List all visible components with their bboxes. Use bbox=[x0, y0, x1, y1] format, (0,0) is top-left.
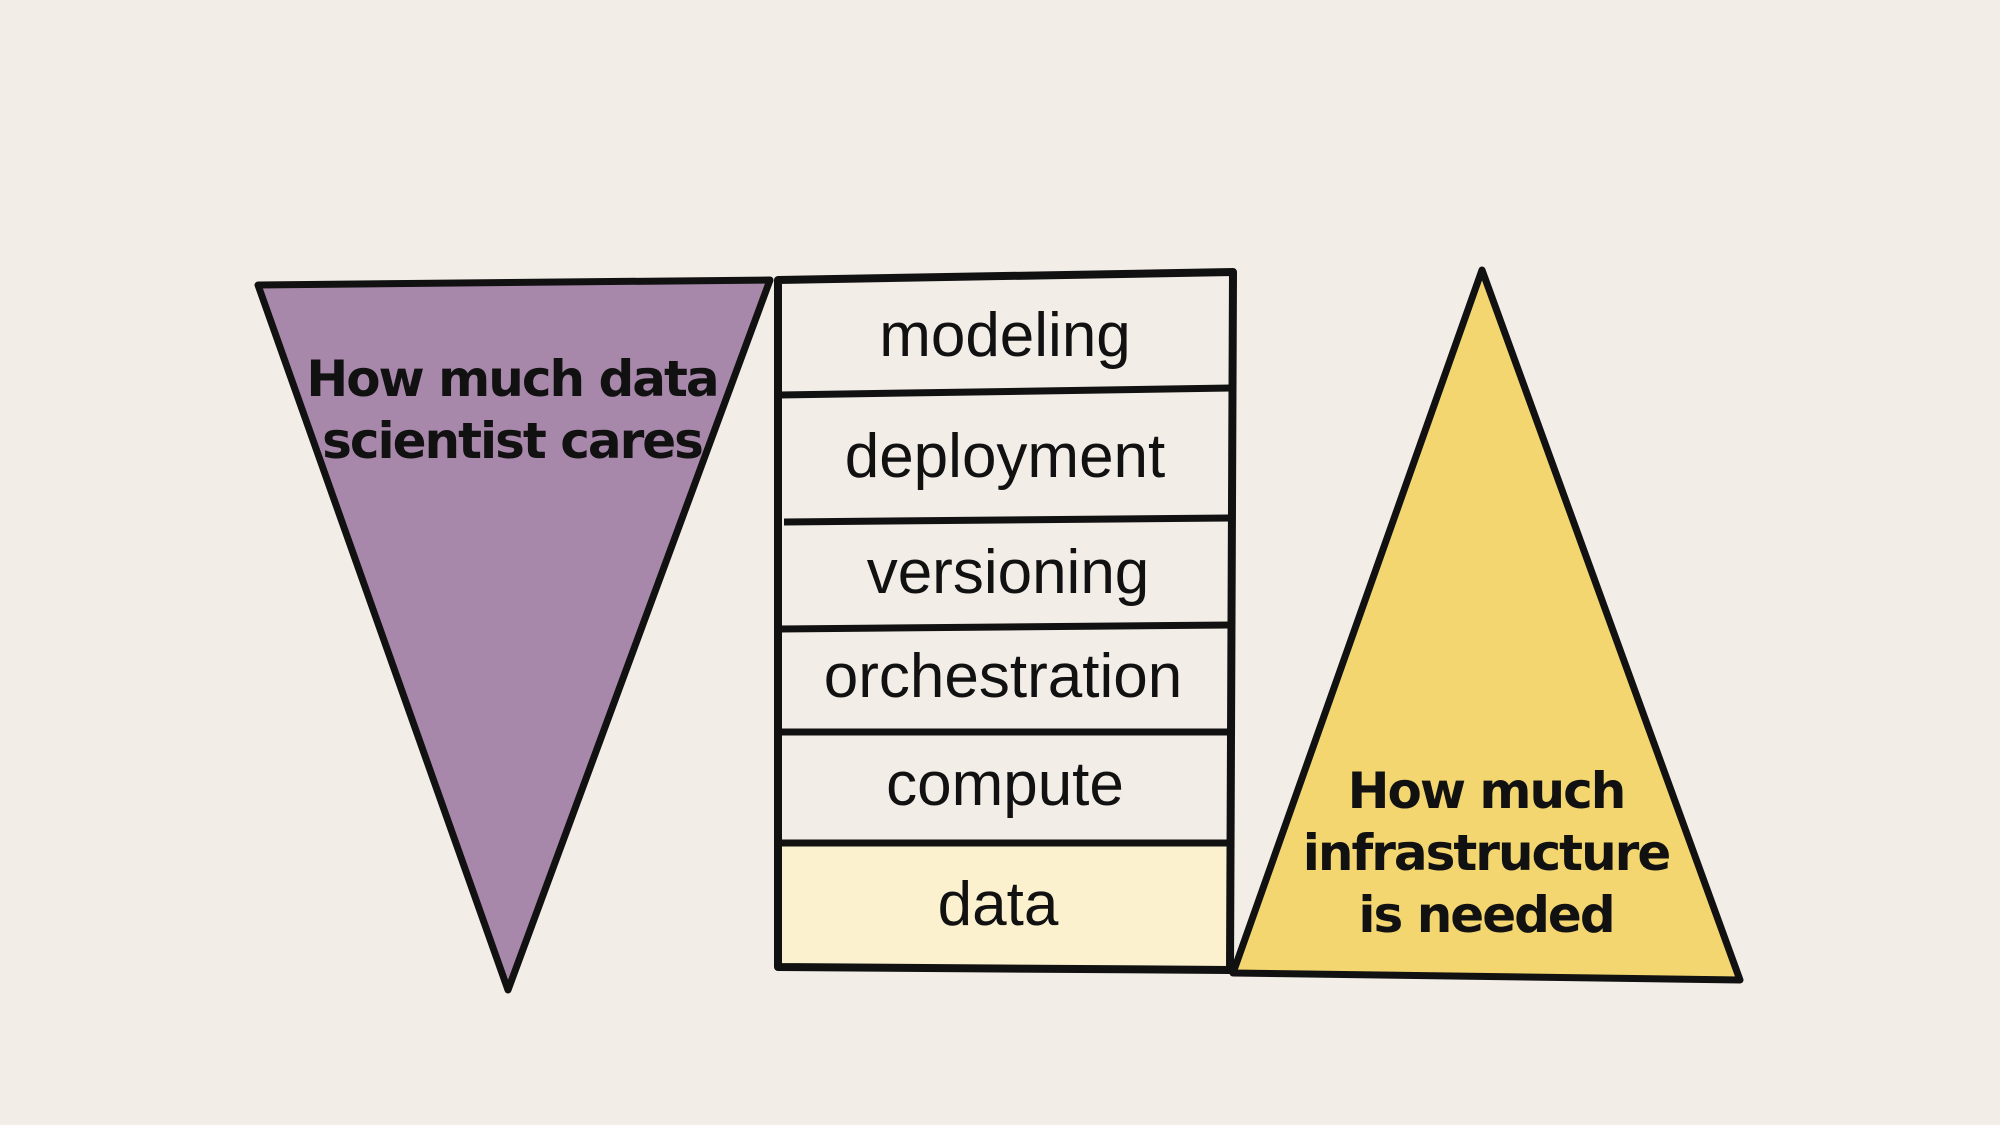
stack-layer-modeling bbox=[778, 278, 1233, 393]
left-triangle-label-line1: How much data bbox=[306, 350, 717, 408]
stack-layer-orchestration bbox=[778, 627, 1233, 731]
stack-label-compute: compute bbox=[886, 750, 1124, 819]
stack-label-orchestration: orchestration bbox=[824, 642, 1182, 711]
stack-label-deployment: deployment bbox=[845, 422, 1166, 491]
stack-layer-deployment bbox=[778, 393, 1233, 520]
stack-divider bbox=[779, 621, 1231, 633]
right-triangle-label-line1: How much bbox=[1348, 762, 1625, 820]
right-triangle-label-line3: is needed bbox=[1358, 886, 1613, 944]
stack-label-versioning: versioning bbox=[867, 538, 1150, 607]
upright-triangle-shape bbox=[1229, 266, 1744, 984]
infrastructure-needed-triangle: How much infrastructure is needed bbox=[1229, 266, 1744, 984]
stack-layer-data bbox=[778, 843, 1233, 968]
inverted-triangle-shape bbox=[254, 276, 774, 994]
technology-stack: modeling deployment versioning orchestra… bbox=[774, 268, 1237, 974]
data-scientist-care-triangle: How much data scientist cares bbox=[254, 276, 774, 994]
stack-divider bbox=[779, 384, 1232, 399]
stack-divider bbox=[783, 514, 1231, 526]
stack-label-data: data bbox=[938, 870, 1059, 939]
stack-layer-compute bbox=[778, 731, 1233, 843]
stack-layer-versioning bbox=[778, 520, 1233, 627]
right-triangle-label-line2: infrastructure bbox=[1303, 824, 1670, 882]
stack-outline bbox=[774, 268, 1237, 974]
stack-label-modeling: modeling bbox=[879, 301, 1131, 370]
left-triangle-label-line2: scientist cares bbox=[322, 412, 702, 470]
